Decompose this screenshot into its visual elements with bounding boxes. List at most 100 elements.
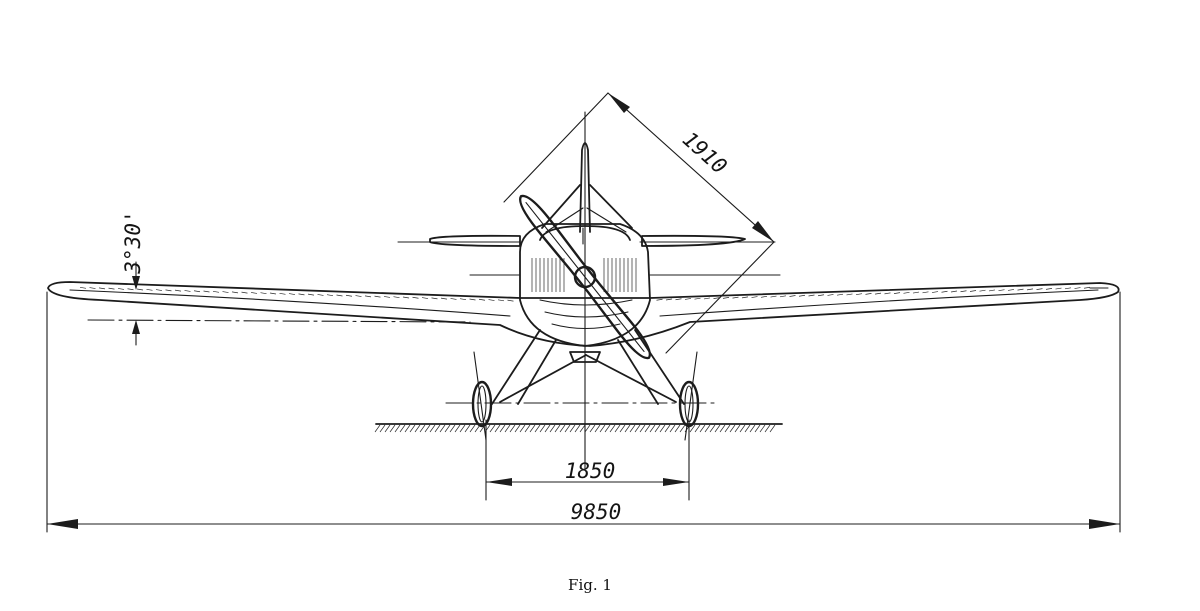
hatch-stroke xyxy=(654,424,661,433)
hatch-stroke xyxy=(759,424,766,433)
ground-line xyxy=(374,423,783,433)
hatch-stroke xyxy=(669,424,676,433)
hatch-stroke xyxy=(459,424,466,433)
hatch-stroke xyxy=(434,424,441,433)
hatch-stroke xyxy=(754,424,761,433)
hatch-stroke xyxy=(459,298,467,301)
wing-shading xyxy=(79,286,1091,302)
propeller-spinner xyxy=(573,265,597,289)
propeller-arrow-upper xyxy=(608,93,630,113)
hatch-stroke xyxy=(89,287,96,289)
windshield xyxy=(539,225,631,241)
hatch-stroke xyxy=(336,294,343,297)
wheel-left xyxy=(471,380,493,428)
hatch-stroke xyxy=(298,293,305,296)
hatch-stroke xyxy=(846,293,853,296)
hatch-stroke xyxy=(931,291,939,293)
wingspan-label: 9850 xyxy=(571,500,622,524)
hatch-stroke xyxy=(584,424,591,433)
hatch-stroke xyxy=(817,294,825,297)
track-label: 1850 xyxy=(565,459,616,483)
hatch-stroke xyxy=(998,289,1005,292)
fuselage xyxy=(469,223,781,347)
hatch-stroke xyxy=(644,424,651,433)
track-arrow-left xyxy=(486,478,512,486)
hatch-stroke xyxy=(903,291,910,294)
hatch-stroke xyxy=(384,424,391,433)
hatch-stroke xyxy=(279,292,286,295)
wingspan-dimension: 9850 xyxy=(46,291,1121,533)
hatch-stroke xyxy=(127,288,134,291)
dihedral-arrow-upper xyxy=(132,276,140,290)
hatch-stroke xyxy=(203,290,210,293)
hatch-stroke xyxy=(744,424,751,433)
hatch-stroke xyxy=(699,424,706,433)
hatch-stroke xyxy=(589,424,596,433)
hatch-stroke xyxy=(950,290,958,293)
track-arrow-right xyxy=(663,478,689,486)
hatch-stroke xyxy=(664,424,671,433)
hatch-stroke xyxy=(689,424,696,433)
landing-gear xyxy=(445,329,717,441)
hatch-stroke xyxy=(494,424,501,433)
hatch-stroke xyxy=(579,424,586,433)
propeller-blade xyxy=(519,194,651,360)
hatch-stroke xyxy=(1055,287,1062,290)
hatch-stroke xyxy=(165,289,172,292)
cowling-shading xyxy=(531,258,637,292)
hatch-stroke xyxy=(484,424,491,433)
hatch-stroke xyxy=(732,296,739,299)
hatch-stroke xyxy=(402,296,410,299)
hatch-stroke xyxy=(404,424,411,433)
hatch-stroke xyxy=(450,298,457,300)
hatch-stroke xyxy=(414,424,421,433)
wing xyxy=(47,281,1120,347)
hatch-stroke xyxy=(374,424,381,433)
hatch-stroke xyxy=(307,293,315,296)
hatch-stroke xyxy=(604,424,611,433)
hatch-stroke xyxy=(449,424,456,433)
hatch-stroke xyxy=(874,292,882,295)
hatch-stroke xyxy=(798,294,806,297)
hatch-stroke xyxy=(713,297,720,299)
tailplane xyxy=(397,234,776,247)
hatch-stroke xyxy=(659,424,666,433)
hatch-stroke xyxy=(704,424,711,433)
hatch-stroke xyxy=(1026,288,1034,291)
wingspan-arrow-left xyxy=(47,519,78,529)
hatch-stroke xyxy=(629,424,636,433)
propeller-extension-upper xyxy=(503,92,609,203)
hatch-stroke xyxy=(117,288,125,290)
hatch-stroke xyxy=(394,424,401,433)
propeller-dimension: 1910 xyxy=(503,92,775,354)
hatch-stroke xyxy=(464,424,471,433)
hatch-stroke xyxy=(509,424,516,433)
hatch-stroke xyxy=(389,424,396,433)
hatch-stroke xyxy=(1017,288,1024,291)
hatch-stroke xyxy=(769,424,776,433)
hatch-stroke xyxy=(694,424,701,433)
hatch-stroke xyxy=(424,424,431,433)
hatch-stroke xyxy=(674,424,681,433)
propeller-label: 1910 xyxy=(678,127,732,179)
hatch-stroke xyxy=(317,294,324,296)
hatch-stroke xyxy=(770,295,777,298)
hatch-stroke xyxy=(379,424,386,433)
hatch-stroke xyxy=(679,424,686,433)
hatch-stroke xyxy=(345,294,353,297)
hatch-stroke xyxy=(184,290,191,292)
hatch-stroke xyxy=(594,424,601,433)
hatch-stroke xyxy=(559,424,566,433)
hatch-stroke xyxy=(564,424,571,433)
hatch-stroke xyxy=(136,288,144,291)
gear-cross-brace-right xyxy=(585,354,677,403)
hatch-stroke xyxy=(174,289,182,292)
hatch-stroke xyxy=(1036,288,1043,290)
vertical-fin xyxy=(541,111,633,471)
hatch-stroke xyxy=(409,424,416,433)
hatch-stroke xyxy=(222,291,229,293)
hatch-stroke xyxy=(108,287,115,290)
hatch-stroke xyxy=(634,424,641,433)
hatch-stroke xyxy=(421,297,429,299)
dihedral-annotation: 3°30' xyxy=(87,210,471,346)
